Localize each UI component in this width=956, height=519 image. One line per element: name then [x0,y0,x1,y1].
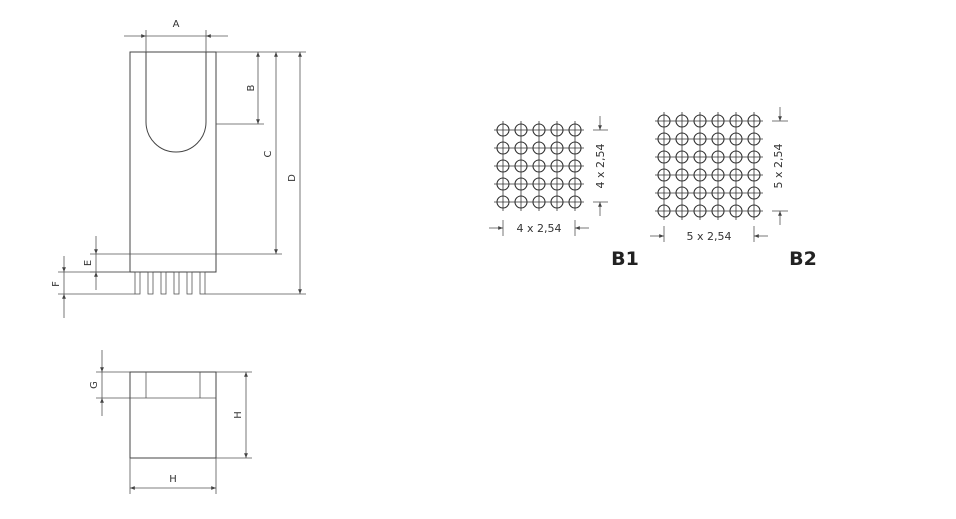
u-slot [145,52,207,153]
dim-d-label: D [287,174,298,182]
dim-h-horizontal: H [129,458,217,494]
pin-row [134,271,206,295]
dim-c: C [216,52,282,255]
dim-e: E [83,236,130,290]
grid-b1: 4 x 2,54 4 x 2,54 B1 [489,116,639,270]
front-view: A B C D E [51,19,306,318]
b2-horizontal-dim: 5 x 2,54 [687,230,732,243]
dim-h-vertical-label: H [233,411,244,419]
grid-b2: 5 x 2,54 5 x 2,54 B2 [650,107,817,270]
dim-a: A [124,19,228,52]
side-body [129,371,217,459]
b2-label: B2 [789,248,817,270]
dim-b: B [216,51,306,125]
dim-d: D [205,52,306,295]
dim-f-label: F [51,281,62,287]
b1-vertical-dim: 4 x 2,54 [594,144,607,189]
connector-body [129,51,217,273]
b2-hole-grid [655,112,763,220]
dim-c-label: C [263,150,274,157]
b2-vertical-dim: 5 x 2,54 [772,144,785,189]
dim-b-label: B [246,84,257,91]
dim-f: F [51,256,135,318]
dim-a-label: A [173,19,180,30]
dim-h-horizontal-label: H [169,474,177,485]
b1-hole-grid [494,121,584,211]
dim-g-label: G [89,381,100,389]
dim-g: G [89,350,130,416]
b1-horizontal-dim: 4 x 2,54 [517,222,562,235]
dim-e-label: E [83,260,94,266]
side-view: G H H [89,350,252,494]
dim-h-vertical: H [216,371,252,459]
b1-label: B1 [611,248,639,270]
